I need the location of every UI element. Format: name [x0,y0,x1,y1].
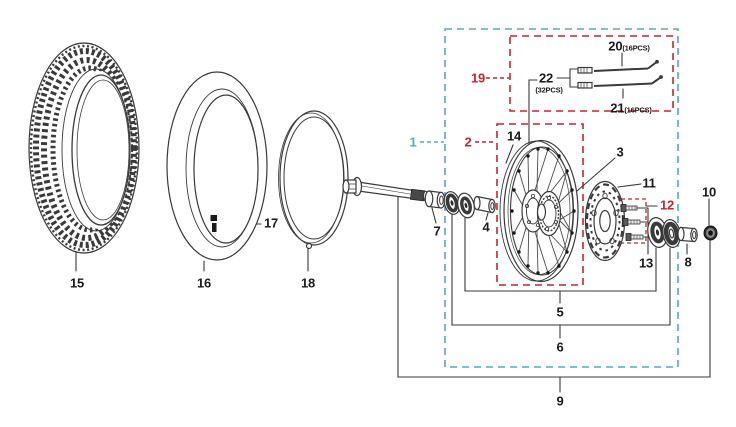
oil-seal-left-illustration [443,191,461,215]
callout-21-qty: (16PCS) [624,105,652,115]
hub [521,189,562,237]
callout-8: 8 [684,254,692,270]
callout-20: 20(16PCS) [608,38,650,54]
callout-12: 12 [659,197,675,213]
disc-bolts-illustration [620,204,644,241]
callout-10: 10 [701,184,717,200]
rim-band-illustration [278,110,349,250]
callout-16: 16 [196,275,212,291]
callout-1: 1 [409,134,417,150]
bearing-left-illustration [457,192,475,219]
callout-4: 4 [482,219,490,235]
callout-9: 9 [556,393,564,409]
spacer-4-illustration [473,195,496,214]
wheel-group-box-2 [496,123,584,286]
spacer-7-illustration [424,190,446,209]
oil-seal-right-illustration [662,219,681,248]
front-axle-illustration [342,176,429,202]
callout-7: 7 [433,223,441,239]
callout-6: 6 [556,339,564,355]
callout-14: 14 [506,128,522,144]
callout-2: 2 [464,134,472,150]
callout-21: 21(16PCS) [610,100,652,116]
callout-5: 5 [556,304,564,320]
callout-3: 3 [616,144,624,160]
callout-11: 11 [642,175,656,191]
wheel-illustration [499,139,579,283]
callout-18: 18 [300,275,316,291]
brake-disc-illustration [584,180,626,262]
callout-22: 22 [538,70,554,86]
callout-19: 19 [470,70,486,86]
spoke-nipple-dots [510,147,576,275]
spoke-group-box-19 [509,35,674,112]
tire-illustration [28,42,140,254]
callout-22-qty: (32PCS) [535,85,563,95]
inner-tube-illustration [166,71,268,261]
callout-17: 17 [263,215,279,231]
spoke-21-illustration [577,75,663,89]
spacer-8-illustration [677,226,698,243]
callout-15: 15 [69,275,85,291]
spoke-20-illustration [577,59,659,74]
callout-13: 13 [638,255,654,271]
callout-20-qty: (16PCS) [622,43,650,53]
axle-nut-illustration [703,225,718,241]
valve-stem [210,215,217,232]
